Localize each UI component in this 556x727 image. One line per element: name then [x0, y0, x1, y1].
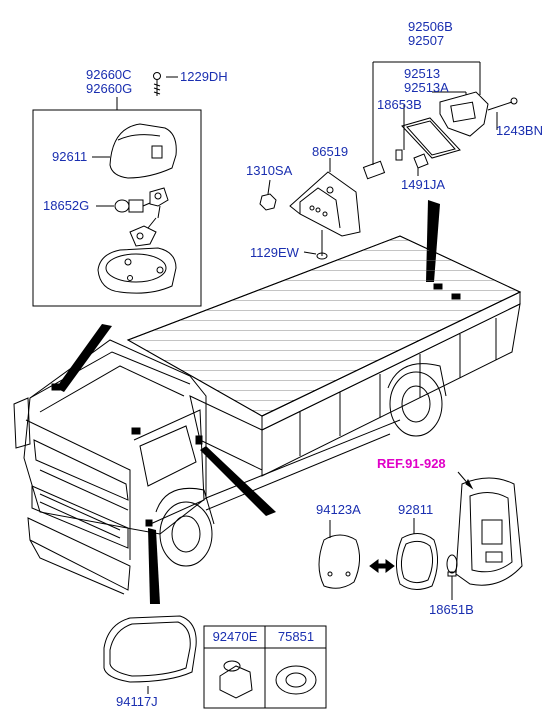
- label-1310SA: 1310SA: [246, 163, 293, 178]
- label-92513: 92513: [404, 66, 441, 81]
- label-92507: 92507: [408, 33, 445, 48]
- table-header-92470E: 92470E: [212, 629, 258, 644]
- label-1243BN: 1243BN: [496, 123, 543, 138]
- label-92513A: 92513A: [404, 80, 449, 95]
- label-18651B: 18651B: [429, 602, 474, 617]
- label-94117J: 94117J: [116, 694, 158, 709]
- parts-table: [203, 625, 327, 709]
- label-92811: 92811: [398, 502, 434, 517]
- label-92660G: 92660G: [86, 81, 133, 96]
- label-1229DH: 1229DH: [180, 69, 228, 84]
- label-1129EW: 1129EW: [250, 245, 299, 260]
- label-1491JA: 1491JA: [401, 177, 446, 192]
- license-lamp-group: [259, 61, 518, 260]
- truck-illustration: [13, 235, 522, 595]
- label-86519: 86519: [312, 144, 349, 159]
- label-92506B: 92506B: [408, 19, 453, 34]
- label-18653B: 18653B: [377, 97, 422, 112]
- side-repeater-group: [318, 471, 523, 600]
- table-header-75851: 75851: [277, 629, 315, 644]
- label-94123A: 94123A: [316, 502, 361, 517]
- reference-link[interactable]: REF.91-928: [377, 456, 446, 471]
- label-92611: 92611: [52, 149, 88, 164]
- side-plate-94117J: [103, 615, 197, 694]
- roof-lamp-inset: [32, 72, 202, 307]
- label-92660C: 92660C: [86, 67, 132, 82]
- label-18652G: 18652G: [43, 198, 90, 213]
